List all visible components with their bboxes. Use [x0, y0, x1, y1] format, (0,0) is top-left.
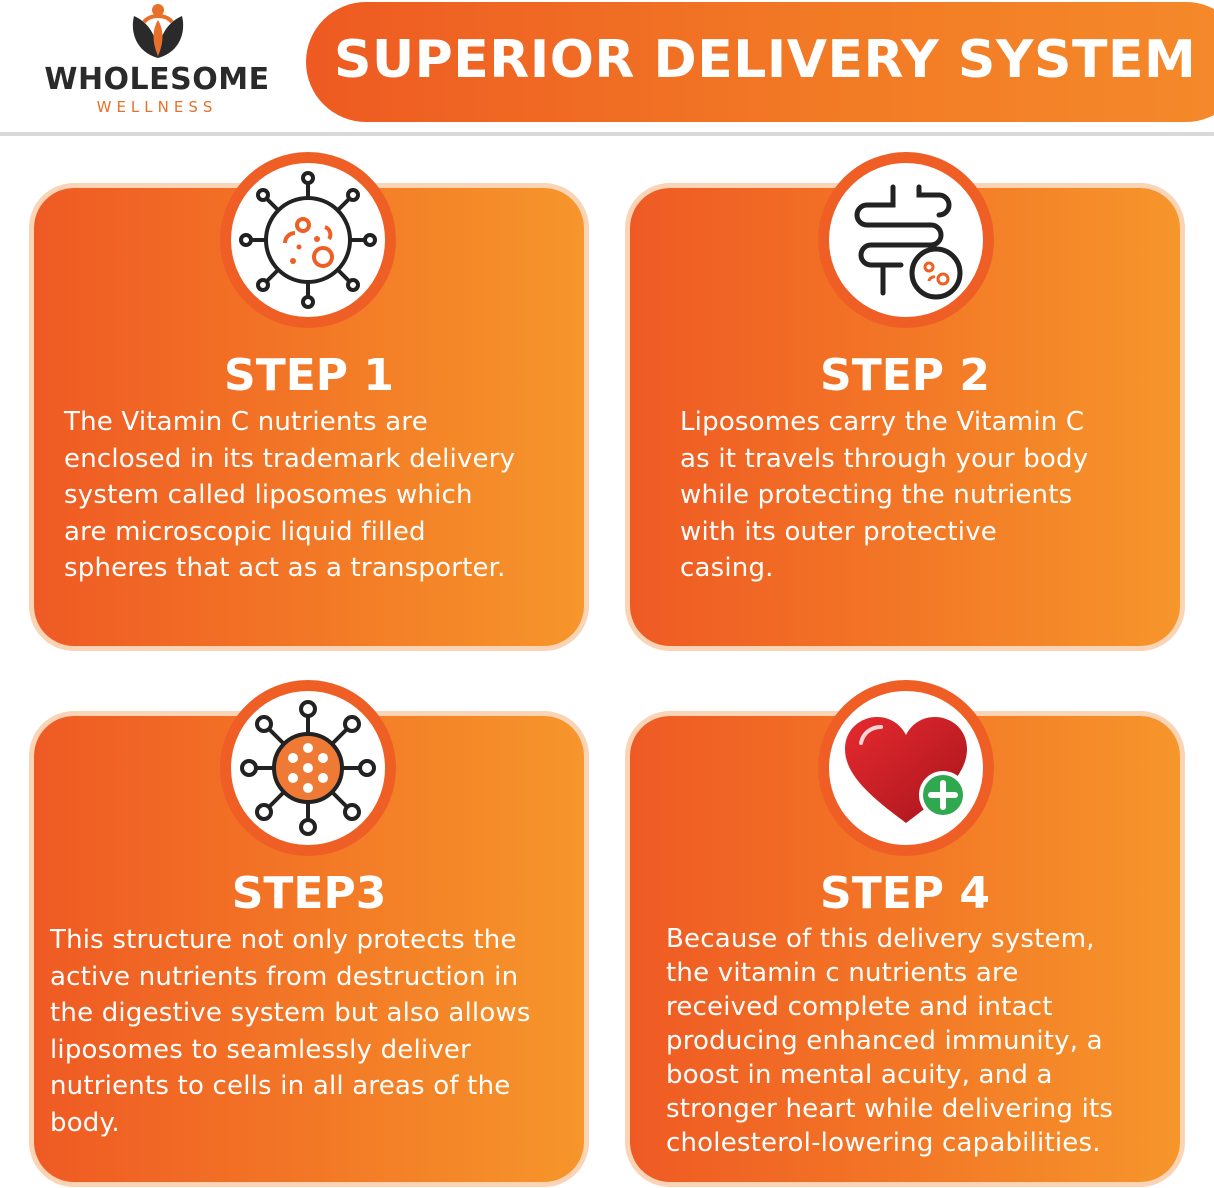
step-3-title: STEP3	[231, 868, 387, 919]
step-2-icon-badge	[818, 152, 994, 328]
intestine-icon	[854, 184, 963, 300]
step-2-text: Liposomes carry the Vitamin C as it trav…	[680, 407, 1089, 583]
step-1-title: STEP 1	[224, 350, 394, 401]
step-2-title: STEP 2	[820, 350, 990, 401]
liposome-molecule-icon	[240, 700, 376, 836]
step-3-text: This structure not only protects the act…	[50, 925, 531, 1138]
leaf-person-icon	[132, 4, 184, 58]
brand-name: WHOLESOME	[44, 62, 270, 97]
brand-logo: WHOLESOME WELLNESS	[26, 2, 288, 120]
step-1-text: The Vitamin C nutrients are enclosed in …	[64, 407, 516, 583]
page-title: SUPERIOR DELIVERY SYSTEM	[334, 30, 1197, 90]
header-banner	[306, 2, 1214, 122]
virus-icon	[239, 171, 377, 309]
heart-plus-icon	[845, 717, 967, 823]
brand-subtitle: WELLNESS	[96, 98, 218, 116]
step-4-title: STEP 4	[820, 868, 990, 919]
step-4-text: Because of this delivery system, the vit…	[666, 924, 1114, 1158]
header-divider	[0, 132, 1214, 136]
step-1-icon-badge	[220, 152, 396, 328]
step-3-icon-badge	[220, 680, 396, 856]
step-4-icon-badge	[818, 680, 994, 856]
